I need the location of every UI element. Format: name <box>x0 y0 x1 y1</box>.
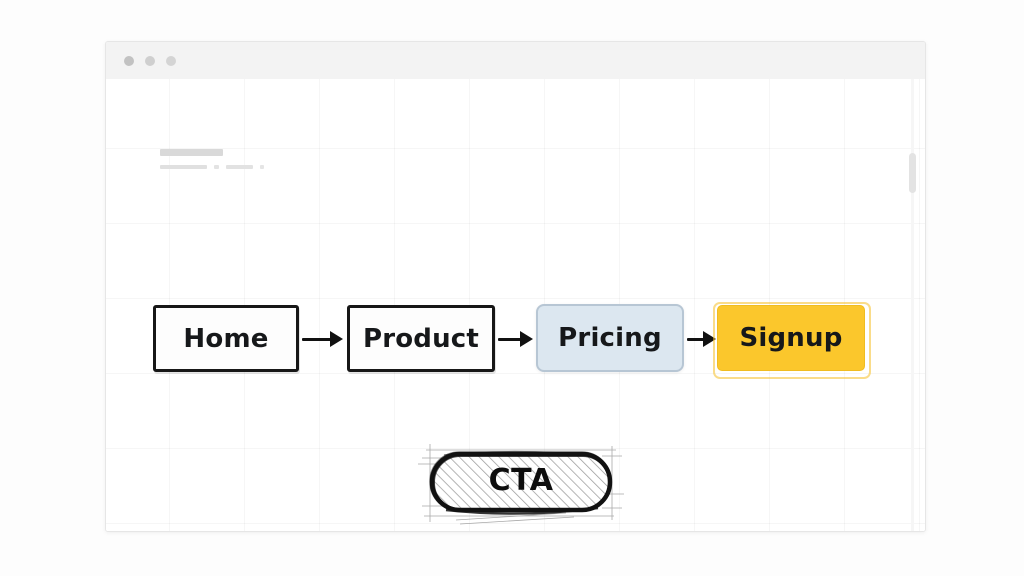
flow-node-pricing[interactable]: Pricing <box>536 304 684 372</box>
flow-node-product[interactable]: Product <box>347 305 495 372</box>
minimize-dot[interactable] <box>145 56 155 66</box>
arrow-head-icon <box>330 331 343 347</box>
placeholder-line-group <box>160 165 264 169</box>
construction-lines <box>418 444 624 525</box>
flow-node-home-label: Home <box>183 323 269 354</box>
arrow-home-to-product <box>302 330 344 348</box>
placeholder-line-5 <box>260 165 264 169</box>
placeholder-line-4 <box>226 165 253 169</box>
arrow-pricing-to-signup <box>687 330 716 348</box>
window-titlebar[interactable] <box>106 42 925 80</box>
scrollbar-thumb[interactable] <box>909 153 916 193</box>
cta-outline <box>429 450 613 515</box>
placeholder-line-3 <box>214 165 219 169</box>
arrow-product-to-pricing <box>498 330 534 348</box>
flow-node-product-label: Product <box>362 323 480 354</box>
flow-node-signup[interactable]: Signup <box>713 302 871 379</box>
arrow-head-icon <box>520 331 533 347</box>
cta-hatch-fill <box>432 454 610 510</box>
cta-label: CTA <box>488 463 554 498</box>
cta-button[interactable]: CTA <box>416 434 626 529</box>
placeholder-line-2 <box>160 165 207 169</box>
flow-diagram: Home Product Pricing <box>106 79 925 531</box>
maximize-dot[interactable] <box>166 56 176 66</box>
flow-node-signup-label: Signup <box>739 323 843 353</box>
placeholder-line-1 <box>160 149 223 156</box>
arrow-shaft <box>498 338 522 341</box>
placeholder-text-block <box>160 149 264 169</box>
flow-node-pricing-label: Pricing <box>558 323 662 353</box>
browser-viewport: Home Product Pricing <box>106 79 925 531</box>
arrow-head-icon <box>703 331 716 347</box>
cta-sketch-graphic <box>418 444 624 525</box>
flow-node-home[interactable]: Home <box>153 305 299 372</box>
close-dot[interactable] <box>124 56 134 66</box>
scrollbar-track[interactable] <box>911 79 914 531</box>
arrow-shaft <box>302 338 332 341</box>
browser-window: Home Product Pricing <box>105 41 926 532</box>
arrow-shaft <box>687 338 705 341</box>
